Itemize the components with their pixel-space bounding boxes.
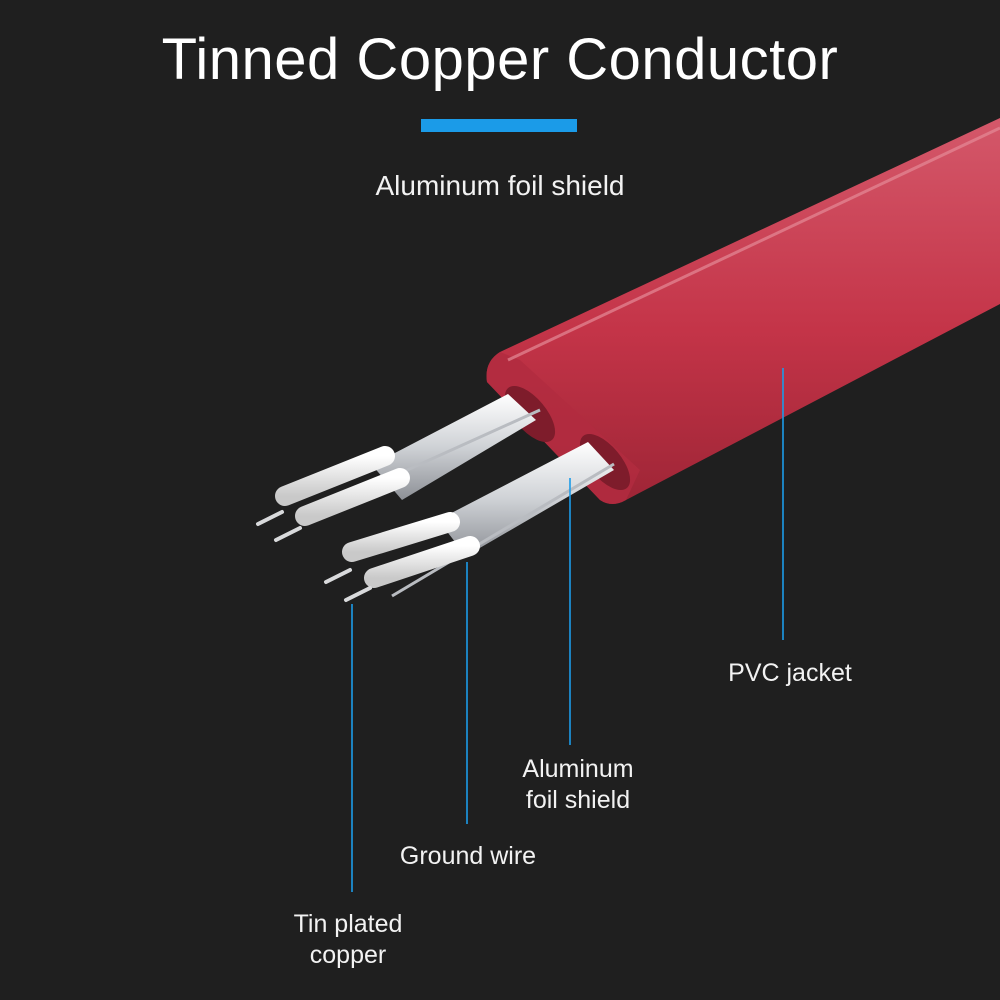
insulation-upper-b [295,468,410,526]
ground-wire-lower [391,462,615,598]
label-pvc-jacket-text: PVC jacket [728,659,852,687]
foil-shield-upper [372,394,536,500]
insulation-lower-a [342,512,460,562]
insulation-lower-b [364,536,480,588]
label-ground-wire: Ground wire [368,841,568,872]
label-tin-plated-copper-line2: copper [309,941,387,969]
label-aluminum-foil-shield-line2: foil shield [525,786,631,814]
conductor-tip-lower-a [324,568,352,584]
leader-lines [351,368,784,892]
foil-shield-lower [438,442,614,556]
label-tin-plated-copper: Tin plated copper [258,909,438,971]
pvc-jacket [486,118,1000,504]
label-aluminum-foil-shield-line1: Aluminum [522,755,634,783]
label-ground-wire-text: Ground wire [399,842,537,870]
conductor-tip-upper-b [274,526,302,542]
label-aluminum-foil-shield: Aluminum foil shield [488,754,668,816]
conductor-tip-upper-a [256,510,284,526]
subtitle: Aluminum foil shield [375,170,625,201]
lower-pair [324,442,615,602]
title-accent-rule [421,119,577,132]
upper-pair [256,394,541,542]
insulation-upper-a [275,446,395,506]
label-tin-plated-copper-line1: Tin plated [293,910,403,938]
conductor-tip-lower-b [344,586,372,602]
page-title: Tinned Copper Conductor [161,27,839,92]
label-pvc-jacket: PVC jacket [700,658,880,689]
